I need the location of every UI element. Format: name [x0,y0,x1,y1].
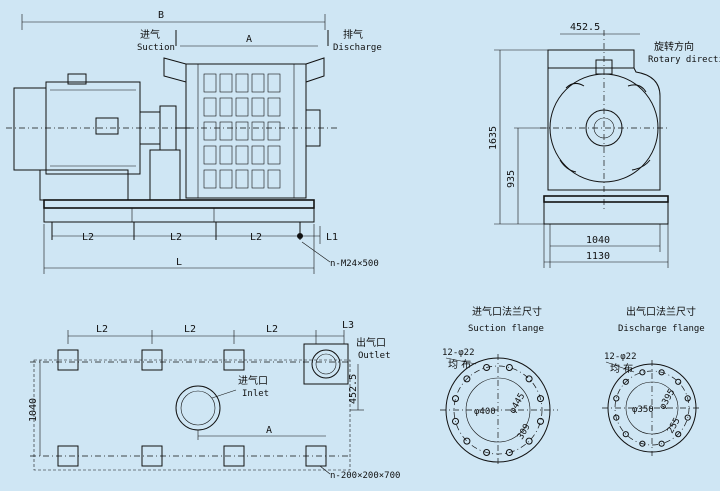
plan-view: L2 L2 L2 L3 出气口 Outlet 进气口 Inlet [28,320,400,481]
discharge-cn-label: 排气 [343,28,363,41]
bolt-hole [505,364,513,371]
suction-cn-label: 进气 [140,28,160,41]
front-dim-L1: L1 [326,232,338,243]
bolt-hole [658,440,665,447]
front-dim-L: L [176,257,182,268]
discharge-flange-title-cn: 出气口法兰尺寸 [626,305,696,318]
bolt-hole [525,437,533,445]
bolt-hole [639,440,646,447]
bolt-hole [675,431,682,438]
bolt-hole [613,395,620,402]
discharge-flange: 出气口法兰尺寸 Discharge flange 12-φ22 均 布 φ395… [602,305,705,456]
rotation-cn-label: 旋转方向 [654,40,694,53]
suction-flange: 进气口法兰尺寸 Suction flange 12-φ22 均 布 φ445 φ… [440,305,558,466]
outlet-cn-label: 出气口 [356,336,386,349]
suction-flange-title-en: Suction flange [468,324,544,334]
plan-dim-1040: 1040 [28,398,39,422]
discharge-d-outer: φ395 [658,388,678,412]
discharge-en-label: Discharge [333,43,382,53]
motor [13,73,141,201]
bolt-hole [483,364,491,371]
outlet-en-label: Outlet [358,351,391,361]
front-dim-L2-1: L2 [82,232,94,243]
suction-holes-label: 12-φ22 [442,348,475,358]
dim-B-label: B [158,10,164,21]
suction-flange-title-cn: 进气口法兰尺寸 [472,305,542,318]
plan-pad-note: n-200×200×700 [330,471,400,481]
front-view: B A 进气 Suction 排气 Discharge [6,10,382,274]
bolt-hole [622,378,629,385]
bolt-hole [684,395,691,402]
inlet-en-label: Inlet [242,389,269,399]
suction-en-label: Suction [137,43,175,53]
inlet-cn-label: 进气口 [238,374,268,387]
discharge-holes-label: 12-φ22 [604,352,637,362]
bolt-hole [537,395,544,403]
front-dim-L2-3: L2 [250,232,262,243]
bolt-hole [613,414,620,421]
bolt-hole [675,378,682,385]
suction-bolt-holes [452,364,544,456]
bolt-hole [658,369,665,376]
side-dim-1130: 1130 [586,251,610,262]
foundation-pads [57,349,327,467]
impeller-grid [203,73,281,189]
suction-d-inner: φ400 [474,407,496,417]
side-dim-935: 935 [506,170,517,188]
plan-dim-A: A [266,425,272,436]
front-bolt-note: n-M24×500 [330,259,379,269]
bolt-hole [463,375,471,383]
side-dim-top: 452.5 [570,22,600,33]
plan-dim-L3: L3 [342,320,354,331]
front-dim-L2-2: L2 [170,232,182,243]
dim-A-label: A [246,34,252,45]
side-view: 452.5 旋转方向 Rotary direction 1635 935 [488,22,720,268]
rotation-en-label: Rotary direction [648,55,720,65]
plan-dim-L2-2: L2 [184,324,196,335]
base-frame [43,199,315,223]
bolt-hole [639,369,646,376]
bolt-hole [622,431,629,438]
plan-dim-L2-3: L2 [266,324,278,335]
bolt-hole [537,417,544,425]
discharge-holes-cn: 均 布 [610,363,633,375]
bolt-hole [452,417,459,425]
plan-dim-L2-1: L2 [96,324,108,335]
bolt-hole [463,437,471,445]
discharge-flange-title-en: Discharge flange [618,324,705,334]
discharge-bolt-holes [613,369,691,447]
bolt-hole [525,375,533,383]
side-dim-1040: 1040 [586,235,610,246]
discharge-d-inner: φ350 [632,405,654,415]
bolt-hole [684,414,691,421]
side-dim-1635: 1635 [488,126,499,150]
bolt-hole [452,395,459,403]
suction-d-outer: φ445 [508,392,528,416]
bolt-hole [505,449,513,456]
plan-dim-452: 452.5 [348,374,359,404]
bolt-hole [483,449,491,456]
